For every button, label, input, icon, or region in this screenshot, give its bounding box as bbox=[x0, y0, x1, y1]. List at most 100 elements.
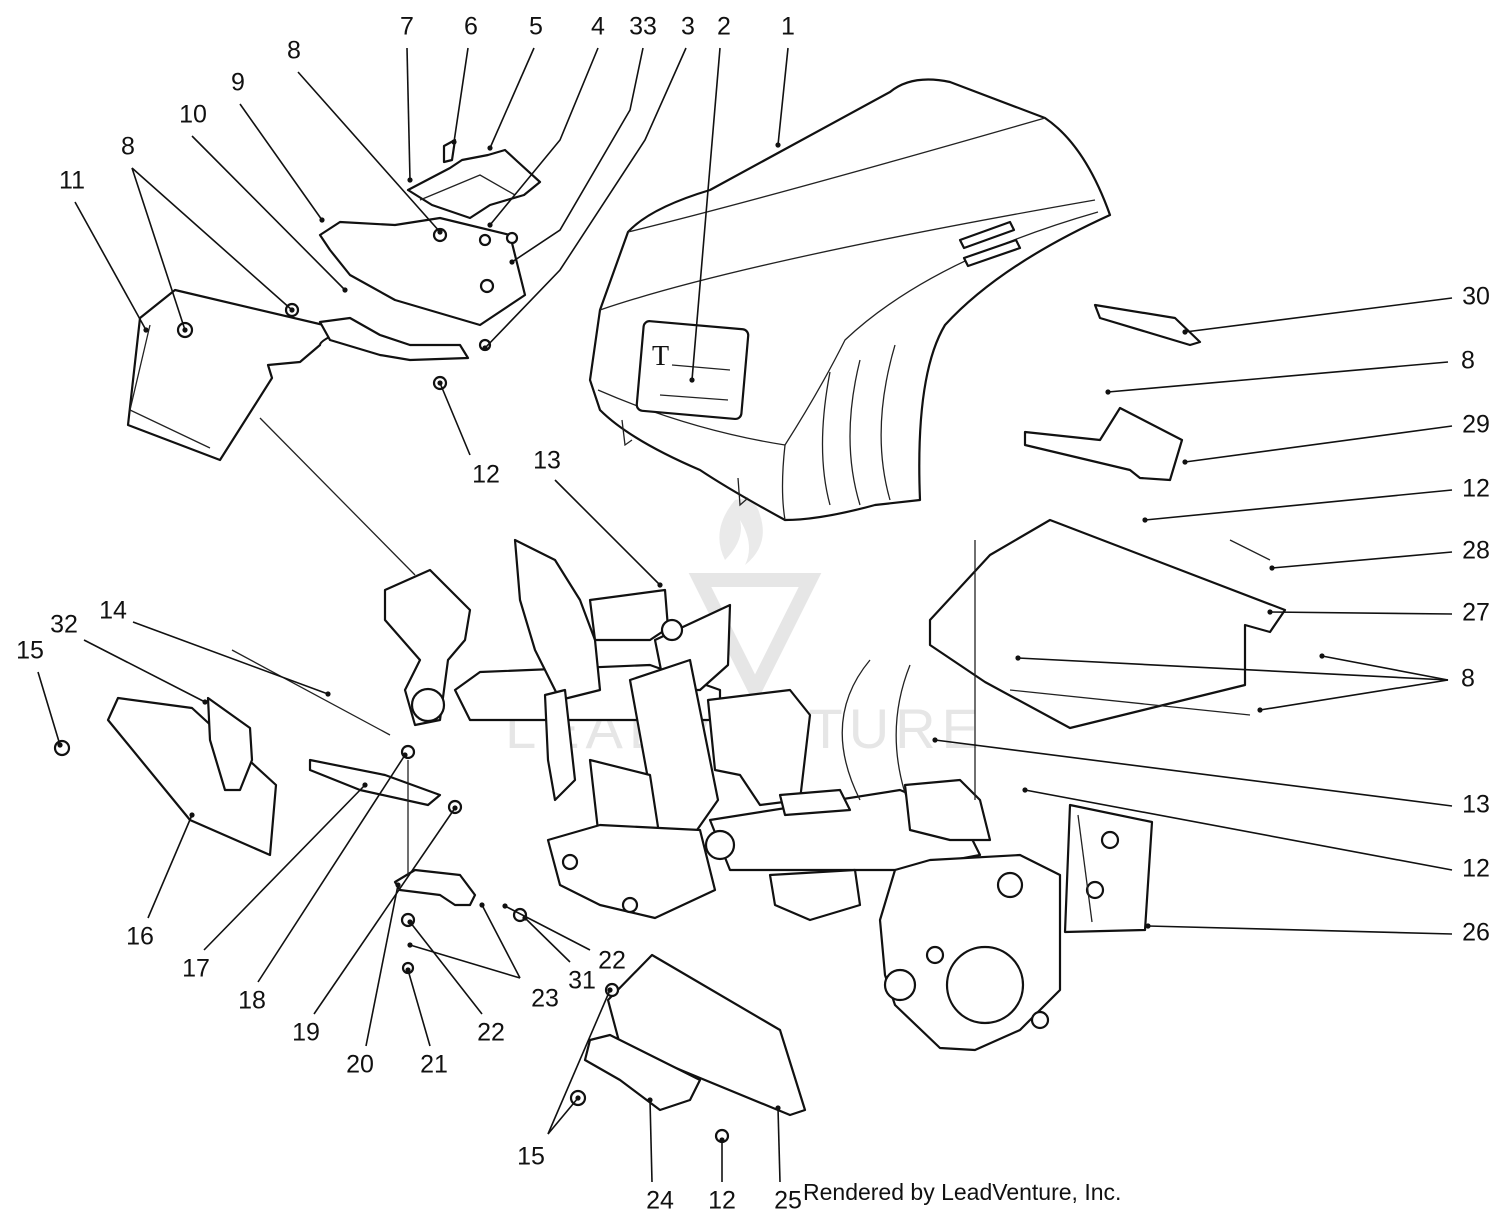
leader-end-c8d bbox=[1015, 655, 1021, 661]
leader-c15b2 bbox=[547, 1097, 579, 1135]
leader-c8d bbox=[1017, 657, 1449, 681]
callout-c13a: 13 bbox=[533, 447, 561, 475]
leader-end-c15a bbox=[57, 742, 63, 748]
leader-end-c27 bbox=[1267, 609, 1273, 615]
leader-c29 bbox=[1184, 425, 1453, 463]
leader-c8a bbox=[297, 71, 441, 233]
leader-c24 bbox=[649, 1099, 653, 1183]
leader-end-c15b bbox=[607, 987, 613, 993]
decal-letter: T bbox=[652, 341, 669, 372]
leader-end-c22b bbox=[502, 903, 508, 909]
callout-c12d: 12 bbox=[708, 1187, 736, 1215]
leader-c16 bbox=[147, 814, 193, 919]
leader-end-c19 bbox=[452, 805, 458, 811]
leader-end-c2 bbox=[689, 377, 695, 383]
leader-c31 bbox=[524, 917, 571, 963]
callout-c3: 3 bbox=[681, 13, 695, 41]
callout-c10: 10 bbox=[179, 101, 207, 129]
leader-c33 bbox=[511, 47, 644, 263]
callout-c31: 31 bbox=[568, 967, 596, 995]
callout-c9: 9 bbox=[231, 69, 245, 97]
leader-c8d3 bbox=[1321, 655, 1449, 681]
strap-part-10 bbox=[318, 316, 470, 362]
callout-c28: 28 bbox=[1462, 537, 1490, 565]
callout-c12c: 12 bbox=[1462, 855, 1490, 883]
leader-end-c11 bbox=[143, 327, 149, 333]
hood-part bbox=[588, 78, 1112, 522]
leader-c15a bbox=[37, 671, 61, 746]
leader-end-c4 bbox=[487, 222, 493, 228]
leader-end-c32 bbox=[202, 699, 208, 705]
callout-c14: 14 bbox=[99, 597, 127, 625]
leader-end-c20 bbox=[395, 882, 401, 888]
callout-c27: 27 bbox=[1462, 599, 1490, 627]
leader-end-c17 bbox=[362, 782, 368, 788]
leader-c1 bbox=[777, 47, 789, 146]
left-panel-11-edge bbox=[129, 324, 211, 449]
leader-c15b bbox=[547, 989, 611, 1135]
leader-end-c33 bbox=[509, 259, 515, 265]
callout-c16: 16 bbox=[126, 923, 154, 951]
side-shield-part-16 bbox=[106, 696, 278, 857]
leader-end-c16 bbox=[189, 812, 195, 818]
leader-end-c14 bbox=[325, 691, 331, 697]
leader-end-c8c bbox=[1105, 389, 1111, 395]
callout-c26: 26 bbox=[1462, 919, 1490, 947]
callout-c8b: 8 bbox=[121, 133, 135, 161]
leader-c12b bbox=[1144, 489, 1453, 521]
leader-c19 bbox=[313, 807, 456, 1015]
chassis-frame bbox=[383, 538, 1154, 1052]
bracket-part-32 bbox=[206, 696, 254, 792]
bolt-part-15-left bbox=[53, 739, 71, 757]
leader-end-c9 bbox=[319, 217, 325, 223]
leader-c8c bbox=[1107, 361, 1449, 393]
leader-end-c30 bbox=[1182, 329, 1188, 335]
callout-c19: 19 bbox=[292, 1019, 320, 1047]
leader-c9 bbox=[239, 103, 323, 221]
callout-c1: 1 bbox=[781, 13, 795, 41]
leader-c21 bbox=[407, 969, 431, 1047]
callout-c7: 7 bbox=[400, 13, 414, 41]
leader-end-c8b2 bbox=[289, 307, 295, 313]
panel-27-lower-edge bbox=[1009, 689, 1251, 716]
leader-c8b2 bbox=[131, 167, 293, 311]
leader-c12a bbox=[439, 382, 471, 456]
leader-end-c23 bbox=[479, 902, 485, 908]
leader-end-c7 bbox=[407, 177, 413, 183]
callout-c15a: 15 bbox=[16, 637, 44, 665]
callout-c32: 32 bbox=[50, 611, 78, 639]
leader-end-c18 bbox=[402, 752, 408, 758]
callout-c22b: 22 bbox=[598, 947, 626, 975]
alignment-line-11 bbox=[259, 417, 416, 576]
leader-end-c29 bbox=[1182, 459, 1188, 465]
leader-c23 bbox=[481, 904, 521, 979]
dash-panel-part-27 bbox=[928, 518, 1287, 730]
leader-end-c232 bbox=[407, 942, 413, 948]
leader-end-c12d bbox=[719, 1137, 725, 1143]
bracket-part-29 bbox=[1023, 406, 1184, 482]
leader-end-c6 bbox=[451, 139, 457, 145]
leader-c11 bbox=[74, 201, 147, 331]
leader-c14 bbox=[132, 621, 329, 695]
plate-part-17 bbox=[308, 758, 442, 807]
hood-hook-right bbox=[737, 477, 749, 507]
leader-end-c21 bbox=[405, 967, 411, 973]
leader-c232 bbox=[409, 944, 521, 979]
leader-c17 bbox=[203, 784, 366, 951]
leader-c18 bbox=[257, 754, 406, 983]
leader-end-c25 bbox=[775, 1105, 781, 1111]
callout-c8a: 8 bbox=[287, 37, 301, 65]
strip-part-28 bbox=[1229, 539, 1271, 561]
leader-c27 bbox=[1269, 611, 1453, 615]
callout-c4: 4 bbox=[591, 13, 605, 41]
leader-c6 bbox=[453, 47, 469, 143]
callout-c15b: 15 bbox=[517, 1143, 545, 1171]
leader-end-c3 bbox=[482, 345, 488, 351]
leader-end-c8d2 bbox=[1257, 707, 1263, 713]
callout-c12b: 12 bbox=[1462, 475, 1490, 503]
leader-c2 bbox=[691, 47, 721, 381]
leader-end-c22a bbox=[407, 919, 413, 925]
bracket-part-24 bbox=[583, 1033, 702, 1112]
callout-c22a: 22 bbox=[477, 1019, 505, 1047]
